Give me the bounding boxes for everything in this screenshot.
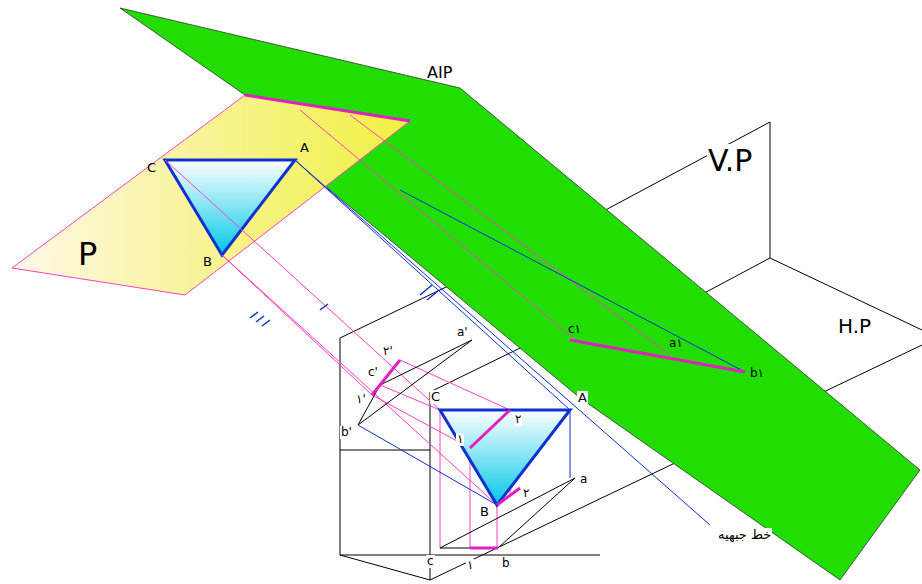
point-label: ٢ — [522, 487, 530, 500]
point-label: b — [501, 557, 511, 570]
point-label: AIP — [426, 64, 453, 82]
point-label: ١ — [456, 433, 464, 446]
point-label: b١ — [749, 367, 765, 380]
point-label: c' — [367, 366, 379, 379]
point-label: C — [146, 161, 157, 175]
point-label: ٢' — [382, 345, 394, 358]
point-label: A — [299, 141, 310, 155]
point-label: ١' — [355, 393, 367, 406]
point-label: b' — [340, 426, 353, 439]
point-label: B — [202, 255, 213, 269]
point-label: H.P — [837, 315, 872, 337]
point-label: B — [479, 505, 490, 519]
point-label: A — [577, 391, 588, 405]
point-label: a — [579, 473, 588, 486]
point-label: P — [77, 237, 98, 272]
point-label: a١ — [668, 337, 684, 350]
point-label: a' — [456, 326, 469, 339]
point-label: c١ — [567, 323, 582, 336]
point-label: ٢ — [514, 413, 522, 426]
point-label: c — [426, 555, 435, 568]
point-label: خط جبهیه — [717, 528, 772, 542]
point-label: C — [430, 390, 441, 404]
point-label: V.P — [707, 144, 753, 177]
point-label: ١ — [466, 559, 474, 572]
